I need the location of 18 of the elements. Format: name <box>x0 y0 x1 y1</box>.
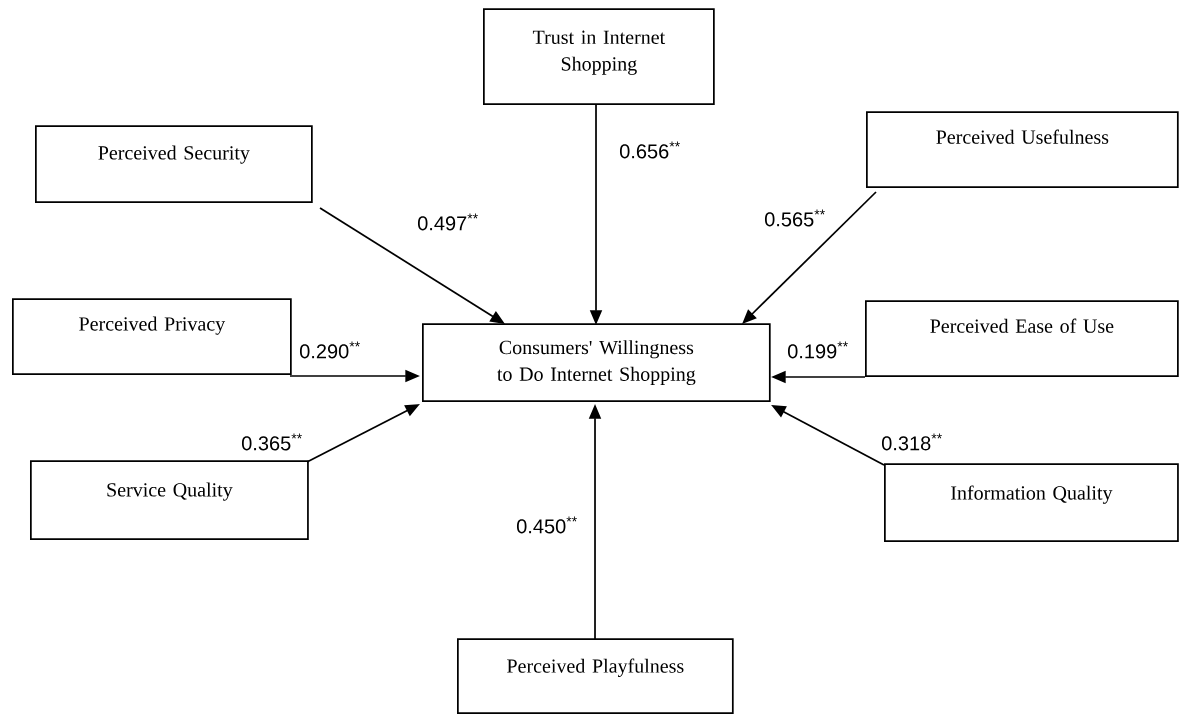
edge-label: 0.565$^{**}$ <box>762 208 828 228</box>
box: Perceived Ease of Use <box>865 300 1179 377</box>
box: Consumers' Willingness to Do Internet Shopping <box>422 323 771 402</box>
box: Perceived Security <box>35 125 313 203</box>
box: Service Quality <box>30 460 309 540</box>
arrow <box>742 191 877 324</box>
edge-label: 0.450$^{**}$ <box>514 515 580 535</box>
edge-label: 0.497$^{**}$ <box>415 212 481 232</box>
edge-label: 0.290$^{**}$ <box>297 340 363 360</box>
edge-label: 0.199$^{**}$ <box>785 340 851 360</box>
box: Perceived Playfulness <box>457 638 734 714</box>
edge-label: 0.365$^{**}$ <box>239 432 305 452</box>
box: Perceived Usefulness <box>866 111 1179 188</box>
box: Trust in Internet Shopping <box>483 8 715 105</box>
box: Perceived Privacy <box>12 298 292 375</box>
box: Information Quality <box>884 463 1179 542</box>
edge-label: 0.318$^{**}$ <box>879 432 945 452</box>
edge-label: 0.656$^{**}$ <box>617 140 683 160</box>
